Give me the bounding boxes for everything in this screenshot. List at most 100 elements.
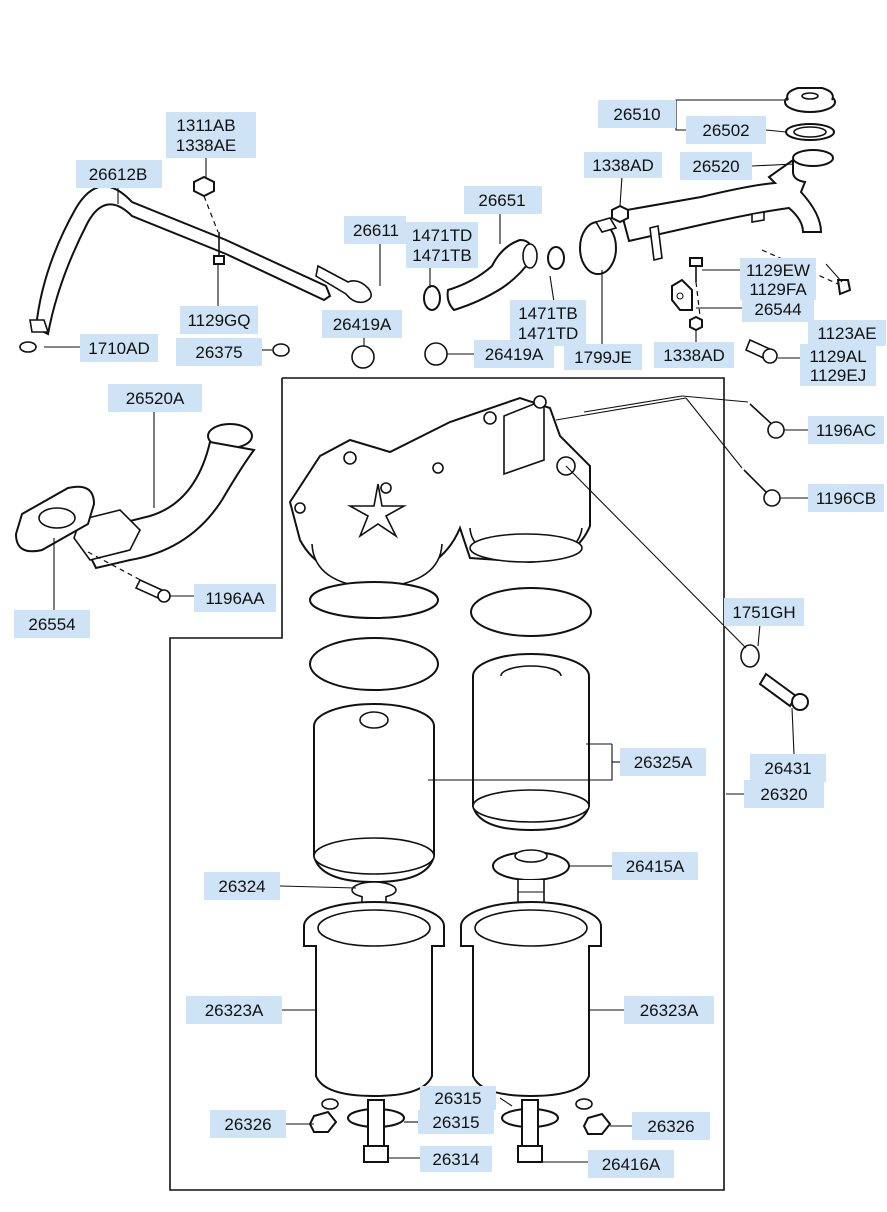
svg-text:26510: 26510 — [613, 105, 660, 124]
label-26326-right: 26326 — [632, 1112, 710, 1140]
oil-filler-pipe-26520a — [73, 423, 256, 570]
svg-text:26611: 26611 — [353, 221, 399, 240]
label-26315-b: 26315 — [418, 1110, 494, 1134]
o-ring-1710ad — [19, 341, 37, 353]
svg-text:1311AB: 1311AB — [176, 116, 235, 135]
bolt-1196cb — [743, 469, 781, 507]
svg-text:1129GQ: 1129GQ — [187, 311, 250, 330]
svg-text:26314: 26314 — [432, 1150, 479, 1169]
svg-text:1338AD: 1338AD — [592, 156, 653, 175]
svg-text:1338AD: 1338AD — [663, 346, 724, 365]
svg-text:26323A: 26323A — [205, 1001, 264, 1020]
gasket-left — [309, 637, 439, 691]
label-1123ae: 1123AE — [808, 320, 886, 346]
sensor-26431 — [758, 672, 809, 711]
dipstick-tube — [29, 185, 332, 336]
label-1751gh: 1751GH — [724, 598, 804, 626]
svg-text:1196CB: 1196CB — [816, 489, 876, 508]
label-26416a: 26416A — [588, 1150, 674, 1178]
label-26326-left: 26326 — [210, 1110, 286, 1138]
label-1338ad-top: 1338AD — [584, 152, 662, 178]
filler-cap-gasket — [785, 123, 835, 141]
filter-head-housing — [288, 395, 591, 619]
label-26612b: 26612B — [76, 160, 162, 188]
svg-text:1129EJ: 1129EJ — [810, 366, 866, 385]
gasket-26554 — [14, 485, 96, 553]
label-26320: 26320 — [744, 780, 824, 808]
hose-clamp-small-a — [423, 285, 441, 311]
svg-text:26554: 26554 — [28, 615, 75, 634]
nut-1311ab — [193, 175, 215, 198]
svg-text:26326: 26326 — [224, 1115, 271, 1134]
bolt-1129gq — [213, 232, 225, 265]
label-26554: 26554 — [14, 610, 90, 638]
svg-text:26431: 26431 — [764, 759, 811, 778]
label-1799je: 1799JE — [564, 344, 642, 370]
label-1196cb: 1196CB — [808, 484, 884, 512]
filter-element-left — [313, 703, 435, 884]
svg-text:26416A: 26416A — [602, 1155, 661, 1174]
svg-text:26320: 26320 — [760, 785, 807, 804]
svg-text:1471TD: 1471TD — [518, 324, 578, 343]
bolt-1196ac — [749, 403, 785, 439]
label-1129gq: 1129GQ — [180, 306, 258, 334]
svg-text:1471TB: 1471TB — [518, 304, 578, 323]
o-ring-26419a-right — [424, 342, 448, 366]
hose-clamp-large — [579, 217, 618, 275]
svg-text:1710AD: 1710AD — [88, 339, 149, 358]
filter-element-right — [472, 653, 590, 832]
o-ring-26375 — [272, 343, 290, 357]
svg-text:1196AC: 1196AC — [816, 421, 876, 440]
label-26510: 26510 — [598, 100, 676, 128]
label-1196aa: 1196AA — [194, 584, 276, 612]
svg-text:26520A: 26520A — [126, 389, 185, 408]
gasket-right — [470, 587, 592, 637]
svg-text:1129EW: 1129EW — [746, 261, 810, 280]
svg-text:1129AL: 1129AL — [809, 347, 866, 366]
bolt-1123ae — [761, 249, 852, 296]
svg-text:26544: 26544 — [754, 300, 801, 319]
label-1338ad-mid: 1338AD — [654, 342, 734, 368]
filter-bowl-left — [303, 901, 445, 1098]
filter-bowl-right — [460, 901, 602, 1098]
label-26324: 26324 — [204, 872, 280, 900]
label-26419a-left: 26419A — [322, 310, 402, 338]
label-26325a: 26325A — [620, 748, 706, 776]
plug-26326-left — [308, 1098, 339, 1133]
nut-1338ad-top — [611, 204, 629, 224]
svg-text:26419A: 26419A — [485, 345, 544, 364]
svg-text:26651: 26651 — [478, 191, 525, 210]
svg-text:26612B: 26612B — [89, 165, 148, 184]
label-26315-a: 26315 — [420, 1086, 496, 1110]
washer-1751gh — [740, 644, 760, 668]
hose-clamp-small-b — [547, 246, 565, 270]
bolt-1196aa — [87, 551, 171, 603]
dipstick — [315, 264, 372, 304]
svg-text:1338AE: 1338AE — [176, 136, 237, 155]
label-1196ac: 1196AC — [808, 416, 884, 444]
drain-bolt-26314 — [363, 1099, 389, 1163]
svg-text:26520: 26520 — [692, 157, 739, 176]
hose-26651 — [446, 238, 538, 312]
svg-text:26375: 26375 — [195, 343, 242, 362]
svg-text:1799JE: 1799JE — [574, 348, 632, 367]
o-ring-26419a-left — [351, 345, 375, 369]
label-26502: 26502 — [686, 116, 766, 144]
assembly-frame-26320 — [169, 377, 725, 1191]
banjo-bolt-1129al — [744, 338, 778, 364]
svg-text:26324: 26324 — [218, 877, 265, 896]
svg-text:1123AE: 1123AE — [817, 324, 876, 343]
label-26375: 26375 — [176, 338, 262, 366]
label-26431: 26431 — [750, 754, 826, 782]
drain-bolt-26416a — [517, 1099, 543, 1163]
label-26314: 26314 — [420, 1146, 492, 1172]
svg-text:26323A: 26323A — [640, 1001, 699, 1020]
label-26323a-left: 26323A — [186, 996, 282, 1024]
svg-text:26325A: 26325A — [634, 753, 693, 772]
label-1710ad: 1710AD — [80, 334, 158, 362]
svg-text:26315: 26315 — [432, 1113, 479, 1132]
